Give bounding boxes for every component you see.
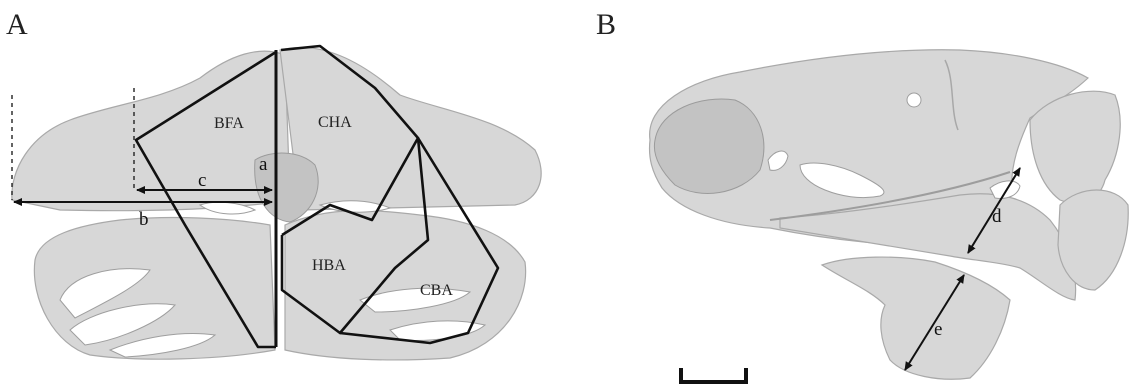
panel-b-label: B bbox=[596, 8, 616, 41]
cha-label: CHA bbox=[318, 114, 352, 131]
panel-b-bone-illustration bbox=[650, 50, 1129, 379]
cba-label: CBA bbox=[420, 282, 453, 299]
panel-a: A bbox=[6, 8, 541, 360]
measure-d-label: d bbox=[992, 206, 1002, 227]
bfa-label: BFA bbox=[214, 115, 244, 132]
measure-b-label: b bbox=[139, 209, 149, 230]
panel-a-label: A bbox=[6, 8, 28, 41]
measure-a-label: a bbox=[259, 154, 268, 175]
scale-bar bbox=[681, 368, 746, 382]
measure-e-label: e bbox=[934, 319, 942, 340]
measure-c-label: c bbox=[198, 170, 206, 191]
hba-label: HBA bbox=[312, 257, 346, 274]
panel-b: B d e bbox=[596, 8, 1128, 382]
